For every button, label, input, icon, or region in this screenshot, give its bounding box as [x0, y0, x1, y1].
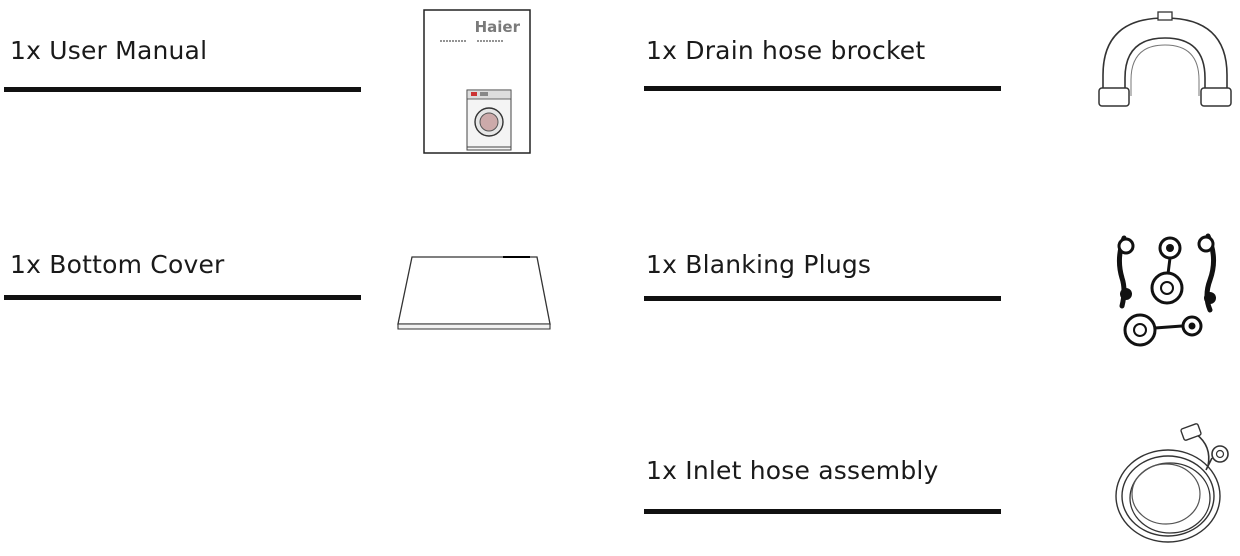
item-label-blanking-plugs: 1x Blanking Plugs [646, 250, 872, 279]
bottom-cover-icon [397, 256, 551, 330]
item-rule-blanking-plugs [644, 296, 1001, 301]
item-rule-drain-hose-bracket [644, 86, 1001, 91]
inlet-hose-icon [1115, 423, 1229, 543]
item-rule-bottom-cover [4, 295, 361, 300]
user-manual-icon: Haier [423, 9, 531, 154]
item-label-bottom-cover: 1x Bottom Cover [10, 250, 225, 279]
item-label-user-manual: 1x User Manual [10, 36, 208, 65]
item-label-inlet-hose: 1x Inlet hose assembly [646, 456, 939, 485]
manual-brand-logo: Haier [475, 18, 521, 36]
drain-hose-bracket-icon [1098, 11, 1232, 107]
item-rule-inlet-hose [644, 509, 1001, 514]
item-label-drain-hose-bracket: 1x Drain hose brocket [646, 36, 926, 65]
blanking-plugs-icon [1116, 233, 1216, 347]
item-rule-user-manual [4, 87, 361, 92]
